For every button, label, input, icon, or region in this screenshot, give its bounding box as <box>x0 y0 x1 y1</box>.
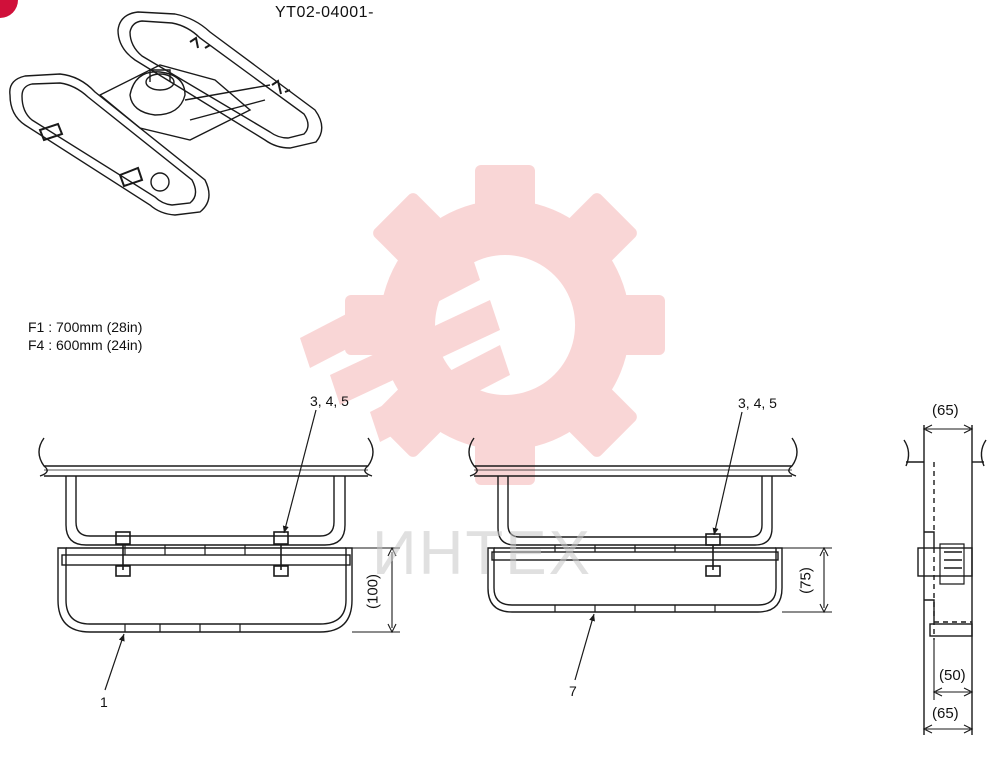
dim-side-inner-label: (50) <box>939 667 966 684</box>
side-view <box>903 425 987 735</box>
callout-right-parts: 3, 4, 5 <box>738 395 777 411</box>
leader-right-item <box>574 613 595 681</box>
dimension-left-height <box>352 546 400 634</box>
track-assembly-illustration <box>9 11 323 216</box>
gear-watermark-icon <box>300 165 665 485</box>
note-f1: F1 : 700mm (28in) <box>28 319 143 335</box>
corner-badge-icon <box>0 0 18 18</box>
front-view-left <box>38 437 374 633</box>
note-f4: F4 : 600mm (24in) <box>28 337 143 353</box>
leader-right-parts <box>712 411 743 536</box>
dimension-right-height <box>782 546 832 614</box>
dim-right-height-label: (75) <box>797 567 815 594</box>
callout-left-item: 1 <box>100 694 108 710</box>
watermark-text: ИНТЕХ <box>372 519 592 588</box>
leader-left-parts <box>282 409 317 534</box>
dim-side-top-label: (65) <box>932 402 959 419</box>
side-view-dimensions <box>922 424 974 734</box>
front-view-right <box>468 437 798 613</box>
leader-left-item <box>104 633 125 691</box>
callout-right-item: 7 <box>569 683 577 699</box>
dim-side-bottom-label: (65) <box>932 705 959 722</box>
part-code: YT02-04001- <box>275 4 374 21</box>
callout-left-parts: 3, 4, 5 <box>310 393 349 409</box>
